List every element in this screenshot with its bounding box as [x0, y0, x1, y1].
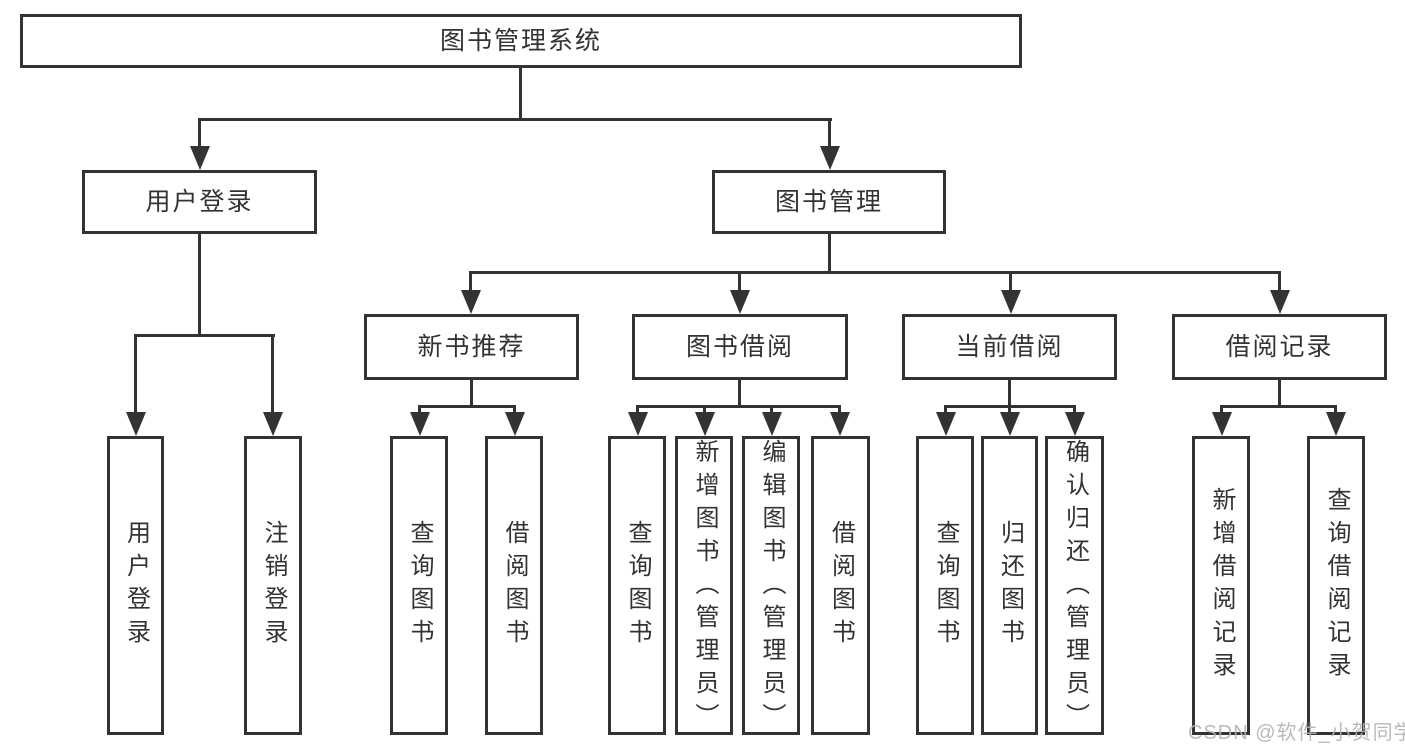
- arrowhead-down-icon: [761, 412, 782, 436]
- arrowhead-down-icon: [1000, 290, 1021, 314]
- connector-line: [418, 405, 516, 408]
- arrowhead-down-icon: [694, 412, 715, 436]
- node-leaf-query-book-1: 查询图书: [390, 436, 448, 735]
- node-root-system: 图书管理系统: [20, 14, 1022, 68]
- connector-line: [1220, 405, 1337, 408]
- connector-line: [470, 380, 473, 408]
- node-new-book-recommend: 新书推荐: [364, 314, 579, 380]
- connector-line: [828, 234, 831, 274]
- connector-line: [738, 380, 741, 408]
- connector-line: [134, 334, 275, 337]
- connector-line: [636, 405, 841, 408]
- node-leaf-return-book: 归还图书: [981, 436, 1038, 735]
- connector-line: [1008, 380, 1011, 408]
- node-leaf-edit-book: 编辑图书（管理员）: [742, 436, 800, 736]
- connector-line: [198, 118, 832, 121]
- arrowhead-down-icon: [729, 290, 750, 314]
- connector-line: [828, 118, 831, 150]
- node-leaf-logout: 注销登录: [244, 436, 302, 735]
- arrowhead-down-icon: [262, 412, 283, 436]
- connector-line: [134, 334, 137, 418]
- connector-line: [1278, 271, 1281, 297]
- arrowhead-down-icon: [1269, 290, 1290, 314]
- arrowhead-down-icon: [1211, 412, 1232, 436]
- node-leaf-query-book-2: 查询图书: [608, 436, 666, 735]
- arrowhead-down-icon: [189, 146, 210, 170]
- csdn-watermark: CSDN @软件_小贺同学: [1188, 722, 1405, 744]
- arrowhead-down-icon: [999, 412, 1020, 436]
- node-leaf-borrow-book-2: 借阅图书: [811, 436, 870, 735]
- node-leaf-confirm-return: 确认归还（管理员）: [1045, 436, 1104, 736]
- connector-line: [198, 234, 201, 337]
- arrowhead-down-icon: [409, 412, 430, 436]
- node-book-management: 图书管理: [712, 170, 946, 234]
- node-borrowing-records: 借阅记录: [1172, 314, 1387, 380]
- arrowhead-down-icon: [829, 412, 850, 436]
- connector-line: [198, 118, 201, 150]
- connector-line: [1278, 380, 1281, 408]
- connector-line: [738, 271, 741, 297]
- connector-line: [469, 271, 1281, 274]
- node-leaf-query-book-3: 查询图书: [916, 436, 974, 735]
- node-leaf-query-record: 查询借阅记录: [1307, 436, 1365, 735]
- node-user-login: 用户登录: [82, 170, 317, 234]
- node-leaf-add-book: 新增图书（管理员）: [675, 436, 733, 736]
- arrowhead-down-icon: [125, 412, 146, 436]
- arrowhead-down-icon: [627, 412, 648, 436]
- node-leaf-user-login: 用户登录: [107, 436, 164, 735]
- node-leaf-borrow-book-1: 借阅图书: [485, 436, 543, 735]
- node-current-borrowing: 当前借阅: [902, 314, 1117, 380]
- arrowhead-down-icon: [504, 412, 525, 436]
- connector-line: [469, 271, 472, 297]
- arrowhead-down-icon: [819, 146, 840, 170]
- arrowhead-down-icon: [935, 412, 956, 436]
- arrowhead-down-icon: [1325, 412, 1346, 436]
- connector-line: [271, 334, 274, 418]
- connector-line: [1009, 271, 1012, 297]
- node-book-borrowing: 图书借阅: [632, 314, 848, 380]
- arrowhead-down-icon: [460, 290, 481, 314]
- arrowhead-down-icon: [1064, 412, 1085, 436]
- connector-line: [519, 68, 522, 120]
- node-leaf-add-record: 新增借阅记录: [1192, 436, 1250, 735]
